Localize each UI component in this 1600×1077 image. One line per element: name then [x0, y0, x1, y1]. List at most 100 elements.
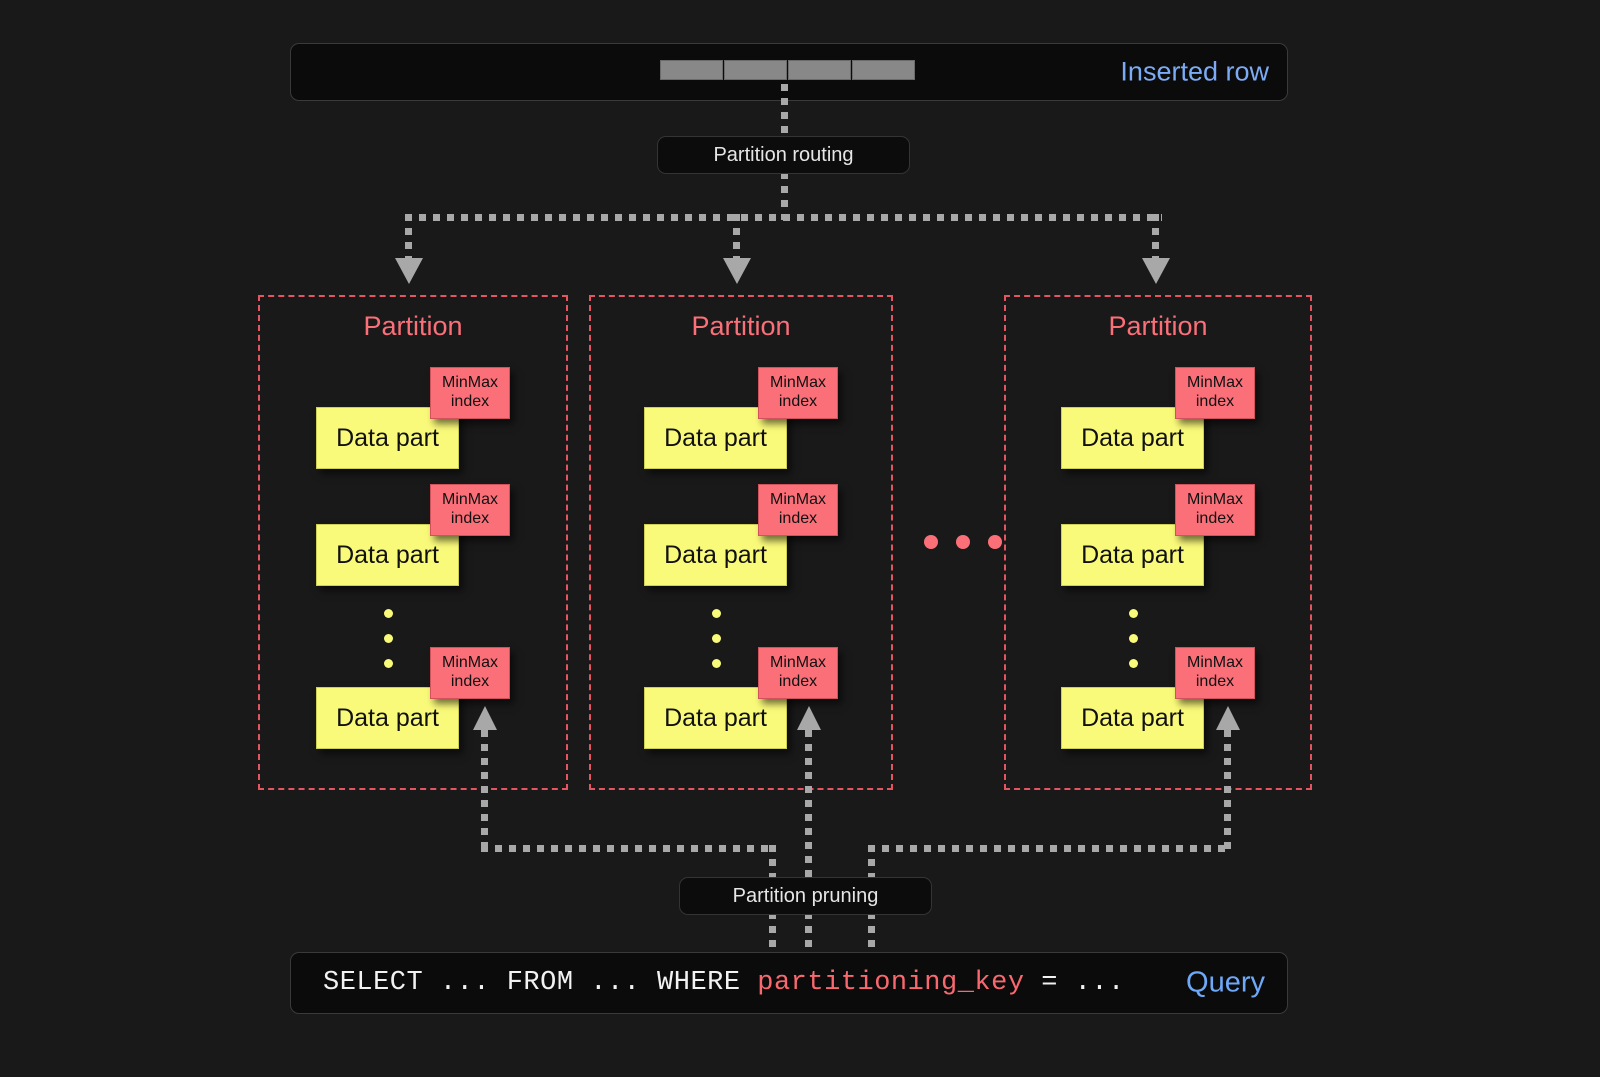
minmax-line-2: index	[1195, 393, 1235, 410]
connector-bus-to-partition-1	[405, 214, 412, 266]
query-partitioning-key: partitioning_key	[757, 968, 1025, 998]
minmax-index-box: MinMax index	[758, 647, 838, 699]
part-group: MinMax index Data part	[316, 367, 516, 469]
minmax-index-box: MinMax index	[430, 647, 510, 699]
partition-routing-pill: Partition routing	[657, 136, 910, 174]
part-group: MinMax index Data part	[644, 367, 844, 469]
minmax-line-1: MinMax	[1186, 491, 1243, 509]
row-cell	[724, 60, 787, 80]
ellipsis-dot	[712, 634, 721, 643]
ellipsis-dot	[1129, 659, 1138, 668]
arrow-to-partition-1	[395, 258, 423, 284]
data-part-box: Data part	[1061, 687, 1204, 749]
minmax-index-box: MinMax index	[1175, 367, 1255, 419]
part-group: MinMax index Data part	[1061, 647, 1261, 749]
minmax-line-2: index	[778, 393, 818, 410]
connector-prune-to-query-right	[868, 912, 875, 952]
ellipsis-dot	[384, 609, 393, 618]
minmax-line-2: index	[450, 510, 490, 527]
data-part-ellipsis	[384, 609, 394, 668]
minmax-line-1: MinMax	[1186, 374, 1243, 392]
ellipsis-dot	[924, 535, 938, 549]
ellipsis-dot	[384, 659, 393, 668]
arrow-prune-to-partition-3	[1216, 706, 1240, 730]
prune-bus-left	[481, 845, 776, 852]
minmax-line-2: index	[450, 393, 490, 410]
connector-partition-3-to-prune-bus	[1224, 730, 1231, 850]
inserted-row-label: Inserted row	[1120, 56, 1269, 87]
query-suffix: = ...	[1024, 968, 1125, 998]
connector-row-to-routing	[781, 84, 788, 140]
row-cell	[852, 60, 915, 80]
minmax-index-box: MinMax index	[430, 484, 510, 536]
connector-partition-2-to-prune-bus	[805, 730, 812, 878]
part-group: MinMax index Data part	[644, 647, 844, 749]
query-bar: SELECT ... FROM ... WHERE partitioning_k…	[290, 952, 1288, 1014]
minmax-line-1: MinMax	[441, 491, 498, 509]
minmax-line-2: index	[1195, 510, 1235, 527]
minmax-line-1: MinMax	[769, 491, 826, 509]
query-text: SELECT ... FROM ... WHERE partitioning_k…	[323, 968, 1125, 998]
ellipsis-dot	[956, 535, 970, 549]
partition-pruning-label: Partition pruning	[732, 884, 879, 907]
ellipsis-dot	[1129, 634, 1138, 643]
query-prefix: SELECT ... FROM ... WHERE	[323, 968, 758, 998]
inserted-row-bar: Inserted row	[290, 43, 1288, 101]
minmax-line-2: index	[1195, 673, 1235, 690]
connector-routing-to-bus	[781, 172, 788, 220]
ellipsis-dot	[712, 609, 721, 618]
minmax-index-box: MinMax index	[430, 367, 510, 419]
row-cell	[788, 60, 851, 80]
minmax-line-2: index	[778, 510, 818, 527]
partition-label-2: Partition	[691, 311, 791, 341]
connector-bus-to-partition-3	[1152, 214, 1159, 266]
partition-box-1: partition-1 Partition MinMax index Data …	[258, 295, 568, 790]
ellipsis-dot	[1129, 609, 1138, 618]
arrow-prune-to-partition-2	[797, 706, 821, 730]
partition-routing-label: Partition routing	[713, 143, 854, 166]
arrow-to-partition-3	[1142, 258, 1170, 284]
minmax-line-1: MinMax	[1186, 654, 1243, 672]
data-part-box: Data part	[316, 687, 459, 749]
arrow-to-partition-2	[723, 258, 751, 284]
minmax-index-box: MinMax index	[758, 367, 838, 419]
connector-prune-to-query-left	[769, 912, 776, 952]
arrow-prune-to-partition-1	[473, 706, 497, 730]
minmax-line-2: index	[450, 673, 490, 690]
minmax-index-box: MinMax index	[1175, 484, 1255, 536]
part-group: MinMax index Data part	[316, 647, 516, 749]
minmax-line-1: MinMax	[769, 374, 826, 392]
partition-label-1: Partition	[363, 311, 463, 341]
minmax-line-2: index	[778, 673, 818, 690]
minmax-line-1: MinMax	[441, 374, 498, 392]
connector-partition-1-to-prune-bus	[481, 730, 488, 850]
query-label: Query	[1186, 966, 1265, 999]
data-part-ellipsis	[712, 609, 722, 668]
ellipsis-dot	[712, 659, 721, 668]
connector-prune-to-query-center	[805, 912, 812, 952]
partition-box-3: Partition MinMax index Data part MinMax …	[1004, 295, 1312, 790]
part-group: MinMax index Data part	[1061, 367, 1261, 469]
minmax-line-1: MinMax	[441, 654, 498, 672]
inserted-row-cells	[660, 60, 915, 80]
connector-prune-bus-left-down	[769, 845, 776, 881]
data-part-box: Data part	[316, 524, 459, 586]
connector-prune-bus-right-down	[868, 845, 875, 881]
partition-box-2: Partition MinMax index Data part MinMax …	[589, 295, 893, 790]
data-part-ellipsis	[1129, 609, 1139, 668]
data-part-box: Data part	[1061, 524, 1204, 586]
minmax-index-box: MinMax index	[758, 484, 838, 536]
connector-bus-to-partition-2	[733, 214, 740, 266]
row-cell	[660, 60, 723, 80]
partition-pruning-pill: Partition pruning	[679, 877, 932, 915]
routing-bus-line	[405, 214, 1162, 221]
prune-bus-right	[868, 845, 1231, 852]
part-group: MinMax index Data part	[644, 484, 844, 586]
minmax-index-box: MinMax index	[1175, 647, 1255, 699]
partition-label-3: Partition	[1108, 311, 1208, 341]
partitions-ellipsis	[924, 535, 1002, 549]
ellipsis-dot	[988, 535, 1002, 549]
part-group: MinMax index Data part	[1061, 484, 1261, 586]
part-group: MinMax index Data part	[316, 484, 516, 586]
